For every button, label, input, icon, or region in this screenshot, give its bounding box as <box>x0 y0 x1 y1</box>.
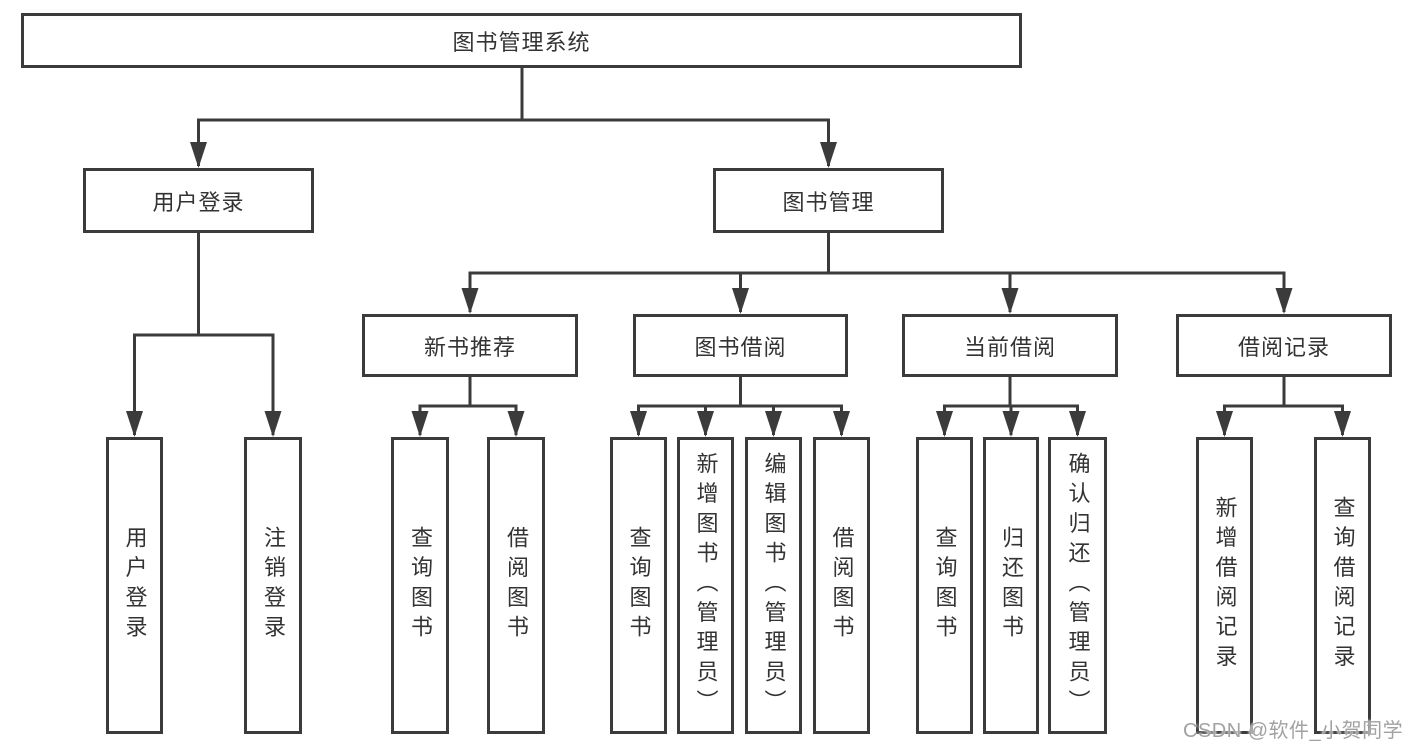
node-label: 查询图书 <box>932 526 958 645</box>
node-borrow-records: 借阅记录 <box>1176 314 1392 377</box>
leaf-borrow-books-recommend: 借阅图书 <box>487 437 545 734</box>
node-label: 借阅图书 <box>504 526 529 645</box>
leaf-borrow-books: 借阅图书 <box>813 437 870 734</box>
arrowhead-icons <box>126 142 1351 437</box>
node-label: 编辑图书（管理员） <box>761 451 787 720</box>
leaf-user-login: 用户登录 <box>106 437 163 734</box>
node-label: 当前借阅 <box>963 334 1056 360</box>
node-book-management: 图书管理 <box>713 168 944 233</box>
node-library-management-system: 图书管理系统 <box>21 13 1022 68</box>
node-label: 新增借阅记录 <box>1212 496 1238 675</box>
node-label: 查询借阅记录 <box>1330 496 1356 675</box>
leaf-add-borrow-record: 新增借阅记录 <box>1196 437 1253 734</box>
leaf-query-borrow-record: 查询借阅记录 <box>1314 437 1371 734</box>
node-label: 借阅记录 <box>1237 334 1330 360</box>
leaf-add-books-admin: 新增图书（管理员） <box>677 437 734 734</box>
node-user-login-group: 用户登录 <box>83 168 314 233</box>
node-label: 查询图书 <box>408 526 433 645</box>
leaf-query-books-borrow: 查询图书 <box>610 437 667 734</box>
node-new-book-recommend: 新书推荐 <box>362 314 578 377</box>
node-label: 新书推荐 <box>423 334 516 360</box>
node-label: 新增图书（管理员） <box>693 451 719 720</box>
leaf-return-books: 归还图书 <box>983 437 1039 734</box>
leaf-logout: 注销登录 <box>244 437 302 734</box>
leaf-confirm-return-admin: 确认归还（管理员） <box>1048 437 1107 734</box>
node-label: 图书管理系统 <box>452 29 591 55</box>
node-label: 归还图书 <box>999 526 1024 645</box>
leaf-query-books-current: 查询图书 <box>916 437 973 734</box>
node-label: 图书管理 <box>782 189 875 215</box>
node-label: 借阅图书 <box>829 526 855 645</box>
leaf-edit-books-admin: 编辑图书（管理员） <box>745 437 802 734</box>
node-label: 注销登录 <box>261 526 286 645</box>
node-label: 图书借阅 <box>694 334 787 360</box>
watermark: CSDN @软件_小贺同学 <box>1183 720 1404 742</box>
node-label: 查询图书 <box>626 526 652 645</box>
node-label: 确认归还（管理员） <box>1065 451 1091 720</box>
leaf-query-books-recommend: 查询图书 <box>391 437 449 734</box>
node-label: 用户登录 <box>152 189 245 215</box>
node-current-borrow: 当前借阅 <box>902 314 1118 377</box>
node-book-borrow: 图书借阅 <box>633 314 848 377</box>
node-label: 用户登录 <box>122 526 148 645</box>
